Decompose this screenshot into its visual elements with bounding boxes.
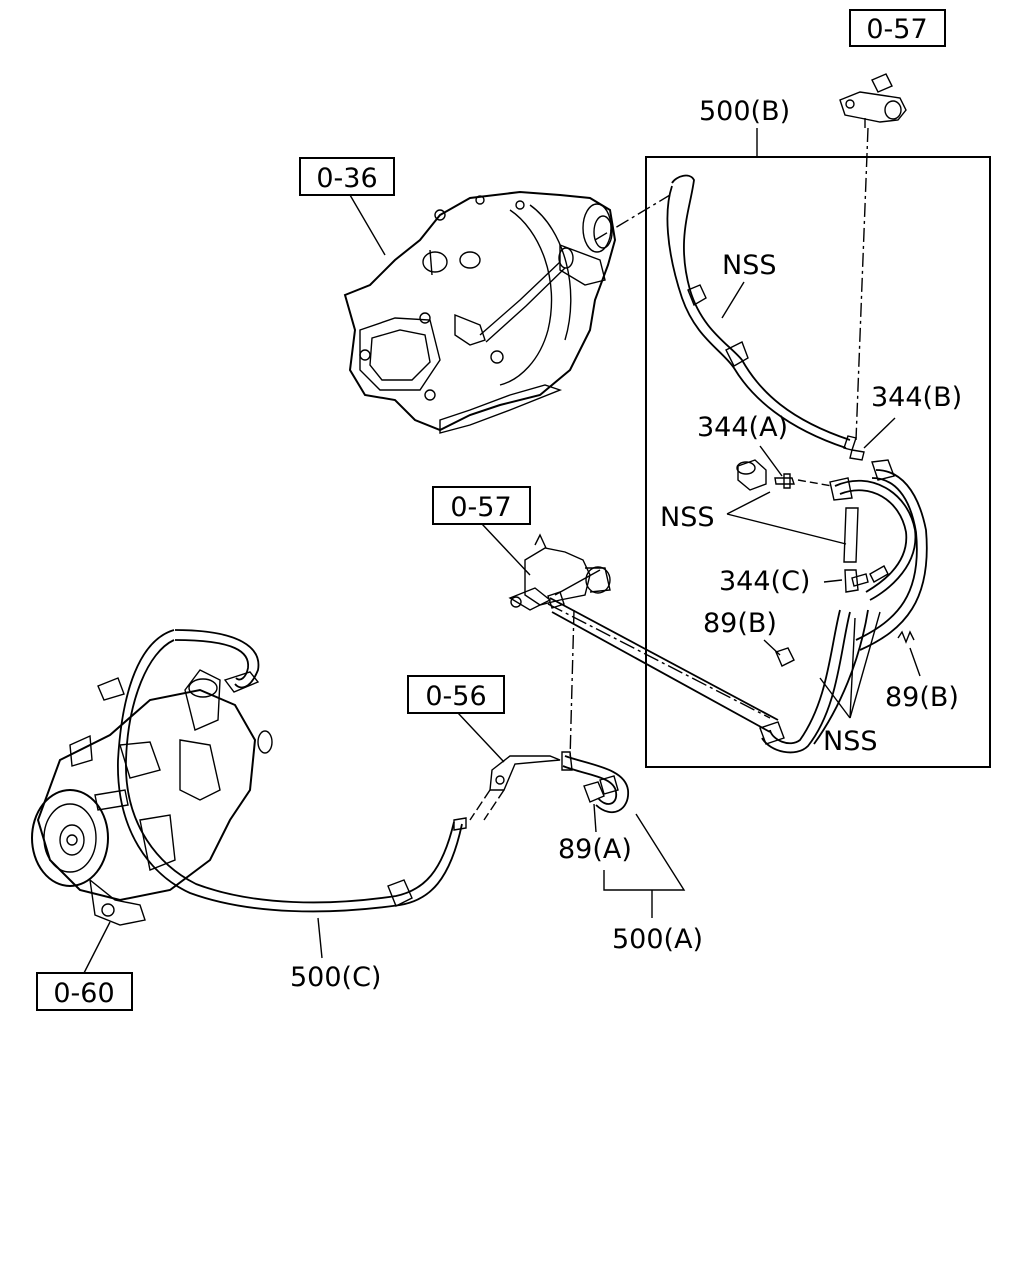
ref-label-top: 0-57 [866, 14, 927, 45]
label-89b-left: 89(B) [703, 608, 777, 639]
connector-344b-icon [849, 449, 865, 461]
hose-valve-1 [549, 597, 779, 721]
clip-89b-right-icon [897, 630, 915, 644]
ref-label-bracket: 0-56 [425, 681, 486, 712]
cap-nss-icon [736, 459, 767, 491]
leader-89b-right [909, 647, 921, 677]
hose-loop-right [829, 459, 928, 651]
leader-nss-top [721, 281, 745, 319]
ref-box-turbo[interactable] [299, 157, 395, 196]
leader-89b-left [763, 639, 781, 656]
leader-alternator [83, 921, 111, 974]
ref-label-alternator: 0-60 [53, 978, 114, 1009]
leader-bracket [457, 712, 505, 763]
center-line-valve-down [569, 609, 575, 761]
group-frame-500b [645, 156, 991, 768]
leader-nss-mid-1 [726, 491, 771, 515]
connector-344a-icon [774, 473, 795, 489]
center-line-valve [547, 603, 771, 719]
ref-label-mid: 0-57 [450, 492, 511, 523]
hose-valve-2 [551, 611, 771, 733]
leader-89a [593, 803, 597, 833]
label-344c: 344(C) [719, 566, 810, 597]
ref-box-top[interactable] [849, 9, 946, 47]
pressure-sensor-top-icon [839, 73, 907, 128]
clip-89b-left-icon [775, 647, 795, 667]
turbocharger-icon [343, 190, 671, 434]
vacuum-valve-icon [508, 533, 611, 611]
leader-nss-mid-2 [726, 513, 847, 545]
label-nss-bottom: NSS [823, 726, 877, 757]
leader-500c [317, 917, 323, 959]
leader-344a [759, 445, 783, 477]
center-line-sensor-top [855, 127, 869, 441]
label-89a: 89(A) [558, 834, 632, 865]
ref-label-turbo: 0-36 [316, 163, 377, 194]
leader-344b [863, 417, 896, 449]
leader-nss-bottom-1 [819, 677, 851, 719]
center-line-344a [797, 479, 833, 487]
leader-500a-bracket [603, 813, 686, 891]
ref-box-bracket[interactable] [407, 675, 505, 714]
label-500b: 500(B) [699, 96, 790, 127]
label-nss-mid: NSS [660, 502, 714, 533]
label-344b: 344(B) [871, 382, 962, 413]
hose-lower-loop [759, 609, 869, 754]
leader-344c [823, 579, 843, 583]
leader-nss-bottom-3 [849, 611, 881, 719]
leader-nss-bottom-2 [849, 617, 856, 719]
hose-500a [561, 751, 629, 814]
label-89b-right: 89(B) [885, 682, 959, 713]
leader-mid [481, 523, 531, 576]
hose-500c [97, 629, 467, 913]
label-500a: 500(A) [612, 924, 703, 955]
hose-500b [666, 174, 857, 451]
bracket-icon [469, 755, 561, 821]
connector-344c-icon [844, 569, 869, 593]
label-344a: 344(A) [697, 412, 788, 443]
label-500c: 500(C) [290, 962, 381, 993]
leader-turbo [349, 194, 386, 256]
ref-box-mid[interactable] [432, 486, 531, 525]
label-nss-top: NSS [722, 250, 776, 281]
alternator-icon [31, 669, 273, 926]
